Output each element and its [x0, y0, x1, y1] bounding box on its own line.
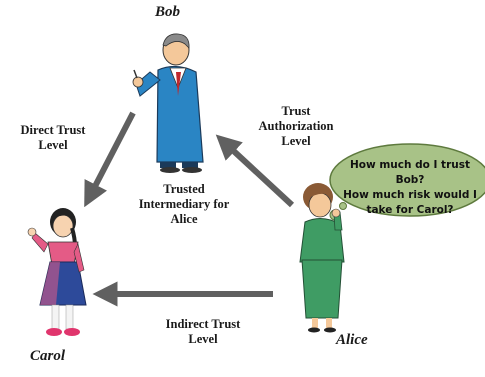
alice-figure — [299, 183, 345, 333]
thought-bubble — [329, 143, 485, 221]
trust-authorization-label: Trust Authorization Level — [258, 104, 334, 148]
alice-name: Alice — [336, 332, 368, 348]
bob-figure — [132, 33, 204, 173]
thought-line-3: take for Carol? — [366, 204, 454, 216]
thought-text: How much do I trust Bob? How much risk w… — [335, 158, 485, 218]
bob-name: Bob — [155, 4, 181, 20]
thought-line-1: How much do I trust Bob? — [349, 159, 471, 186]
carol-name: Carol — [30, 348, 66, 364]
arrow-alice-to-bob — [215, 134, 295, 208]
trusted-intermediary-label: Trusted Intermediary for Alice — [138, 182, 230, 226]
thought-line-2: How much risk would I — [343, 189, 477, 201]
arrow-bob-to-carol — [84, 111, 136, 208]
indirect-trust-label: Indirect Trust Level — [165, 317, 241, 346]
carol-figure — [27, 208, 87, 336]
direct-trust-label: Direct Trust Level — [20, 123, 86, 152]
